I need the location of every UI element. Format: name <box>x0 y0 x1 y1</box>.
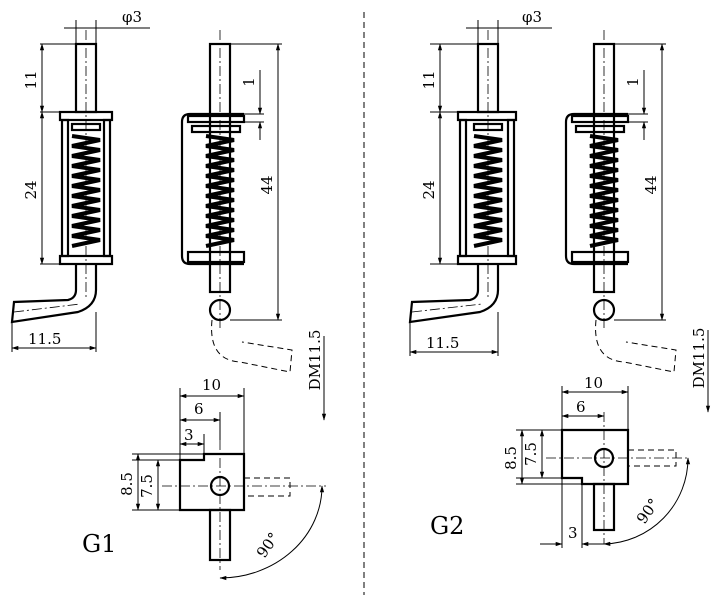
g2-side-bottom-plate <box>570 250 630 264</box>
g1-side-bracket <box>180 112 244 266</box>
g2-side-washer <box>574 124 626 134</box>
dim-8-5-label: 8.5 <box>502 446 520 470</box>
g1-front-bottom-plate <box>58 254 114 266</box>
g1-front-view: 11 24 φ3 11.5 <box>10 8 150 352</box>
g1-side-top-plate <box>186 114 246 124</box>
g1-angle-label: 90° <box>253 529 283 561</box>
dim-dm-label: DM11.5 <box>690 328 708 389</box>
dim-7-5-label: 7.5 <box>138 474 156 498</box>
dim-1-label: 1 <box>624 77 642 87</box>
g1-front-top-plate <box>58 110 114 122</box>
dim-dia-label: φ3 <box>522 8 542 26</box>
dim-24-label: 24 <box>420 180 438 199</box>
g1-front-bent-centerline <box>13 303 81 313</box>
dim-dia-label: φ3 <box>122 8 142 26</box>
dim-11-label: 11 <box>22 70 40 89</box>
g2-front-bent-pin <box>408 264 500 324</box>
g1-angle-arc <box>219 485 325 581</box>
g2-front-bent-centerline <box>411 303 483 313</box>
dim-dm-label: DM11.5 <box>306 330 324 391</box>
g2-side-bracket <box>564 112 628 266</box>
dim-1-label: 1 <box>240 77 258 87</box>
g1-side-spring <box>205 134 235 248</box>
g1-front-right-wall <box>102 118 112 258</box>
g1-front-spring <box>71 134 101 248</box>
g1-side-pin-end <box>208 298 232 322</box>
dim-11-5-label: 11.5 <box>28 330 61 348</box>
g2-front-right-wall <box>506 118 516 258</box>
g2-side-view: 44 1 DM11.5 <box>564 30 711 413</box>
g1-front-left-wall <box>60 118 70 258</box>
dim-3-label: 3 <box>184 426 194 444</box>
dim-11-5-label: 11.5 <box>426 334 459 352</box>
dim-3-label: 3 <box>568 524 578 542</box>
dim-44-label: 44 <box>258 175 276 194</box>
dim-10-label: 10 <box>584 374 603 392</box>
dim-10-label: 10 <box>202 376 221 394</box>
dim-11-label: 11 <box>420 70 438 89</box>
g2-label: G2 <box>430 512 464 540</box>
dim-24-label: 24 <box>22 180 40 199</box>
g2-front-view: 11 24 φ3 11.5 <box>408 8 552 356</box>
g1-side-bottom-plate <box>186 250 246 264</box>
dim-8-5-label: 8.5 <box>118 472 136 496</box>
g2-side-spring <box>589 134 619 248</box>
g2-side-rotated-pin-phantom <box>595 319 677 373</box>
g1-side-rotated-pin-phantom <box>211 319 293 373</box>
g2-angle-arc <box>603 457 691 546</box>
g1-front-bent-pin <box>10 264 98 324</box>
dim-6-label: 6 <box>194 400 204 418</box>
g2-bottom-view: 10 6 8.5 7.5 3 90° G2 <box>430 374 691 548</box>
g2-side-top-plate <box>570 114 630 124</box>
g1-side-view: 44 1 DM11.5 <box>180 30 327 421</box>
dim-6-label: 6 <box>576 398 586 416</box>
g1-label: G1 <box>82 530 116 558</box>
dim-7-5-label: 7.5 <box>522 442 540 466</box>
dim-44-label: 44 <box>642 175 660 194</box>
g1-bottom-view: 10 6 3 8.5 7.5 90° G1 <box>82 376 326 581</box>
g1-front-spring-washer <box>70 122 102 132</box>
g1-bottom-pin-phantom <box>244 477 291 497</box>
g2-front-bottom-plate <box>456 254 518 266</box>
g2-front-spring-washer <box>472 122 504 132</box>
g2-side-pin-end <box>592 298 616 322</box>
g2-front-spring <box>473 134 503 248</box>
g1-side-washer <box>190 124 242 134</box>
g2-front-top-plate <box>456 110 518 122</box>
g2-front-left-wall <box>458 118 468 258</box>
